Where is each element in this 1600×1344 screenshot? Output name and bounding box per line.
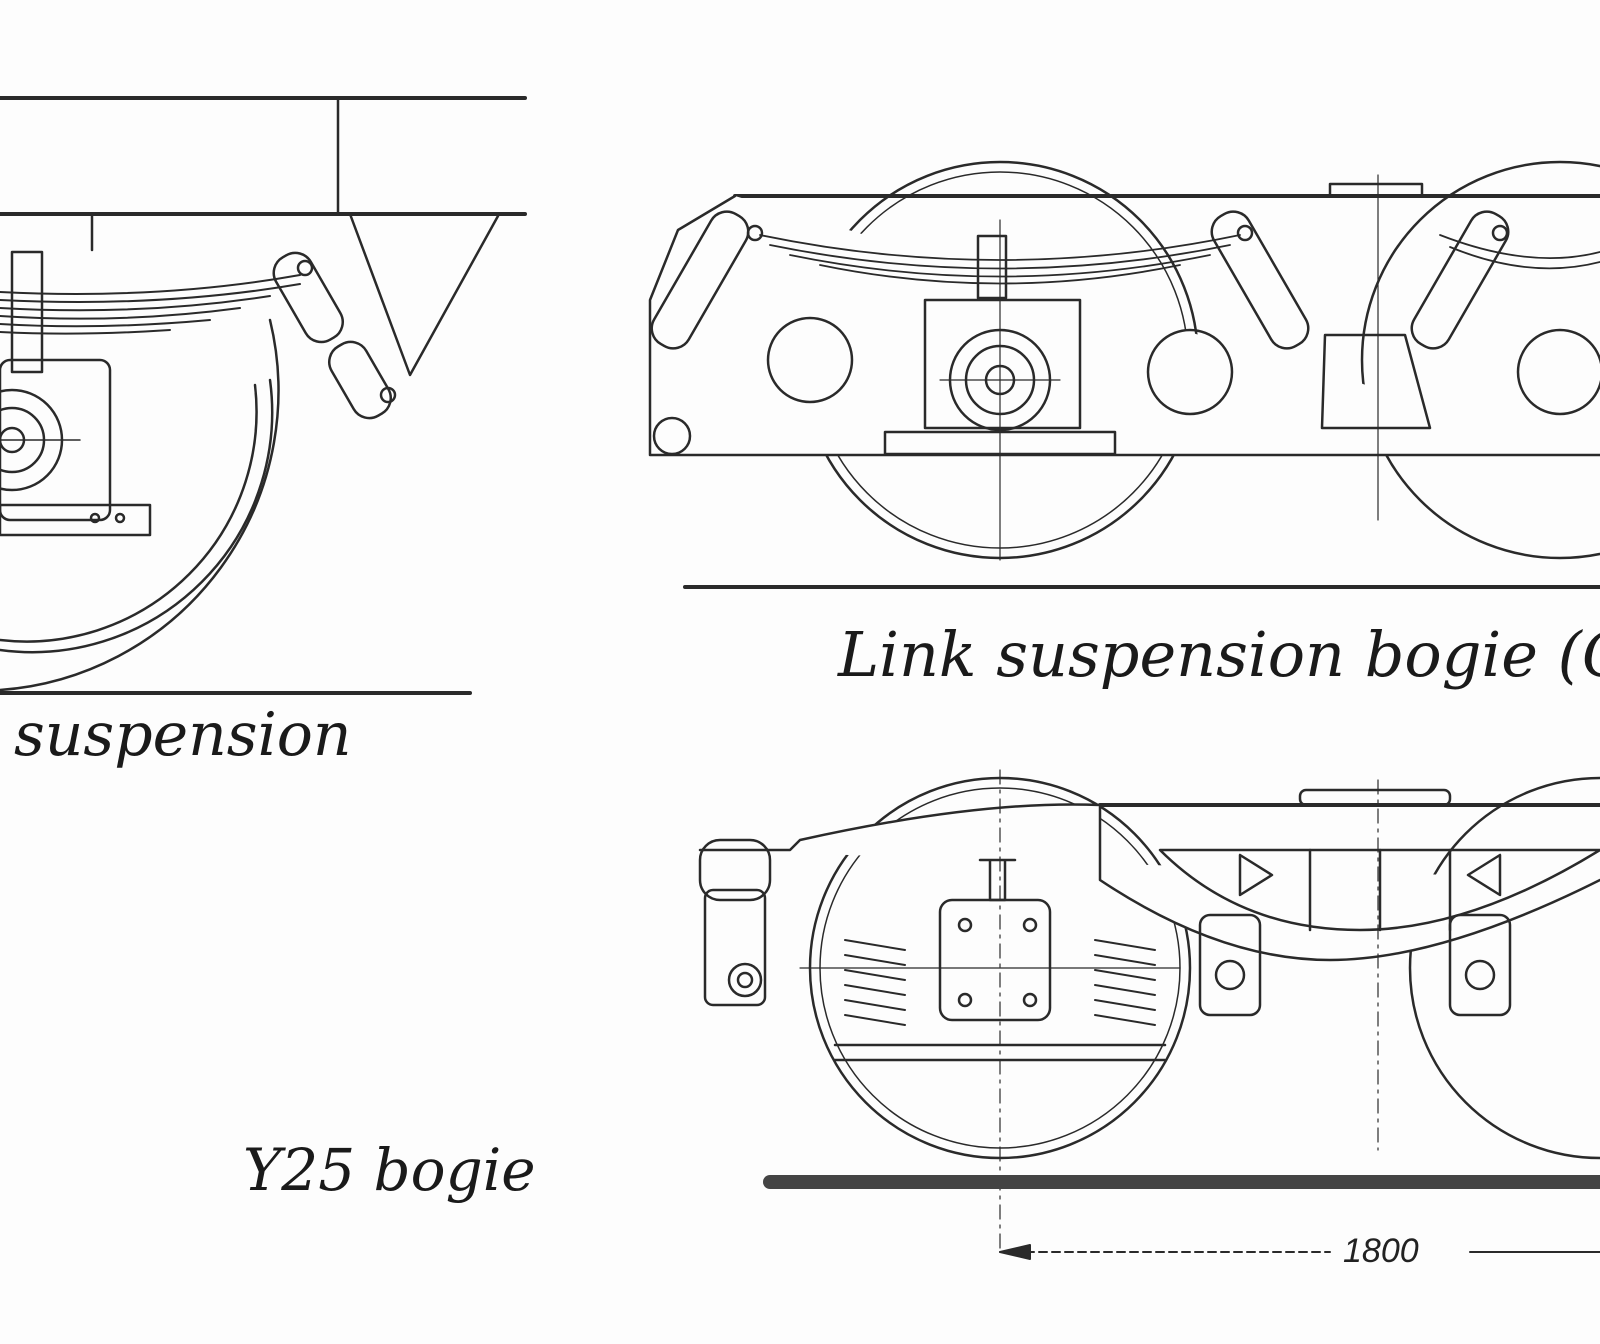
wheelbase-dimension-label: 1800 — [1343, 1232, 1419, 1270]
coil-spring — [844, 939, 1156, 1026]
spring-link — [272, 251, 397, 420]
axle-box — [883, 219, 1117, 561]
y25-bogie-caption: Y25 bogie — [243, 1136, 536, 1204]
spring-link — [650, 210, 1510, 350]
link-suspension-bogie-caption: Link suspension bogie (G — [838, 618, 1600, 691]
leaf-spring — [759, 234, 1600, 285]
axle-box — [0, 358, 152, 537]
y25-bogie-drawing — [698, 769, 1600, 1260]
wheelbase-dimension-line — [999, 1244, 1600, 1260]
wheel — [0, 318, 280, 692]
leaf-spring-suspension-drawing — [0, 96, 527, 695]
link-suspension-bogie-drawing — [648, 160, 1600, 589]
leaf-spring — [0, 274, 301, 335]
leaf-suspension-caption: suspension — [14, 700, 352, 770]
